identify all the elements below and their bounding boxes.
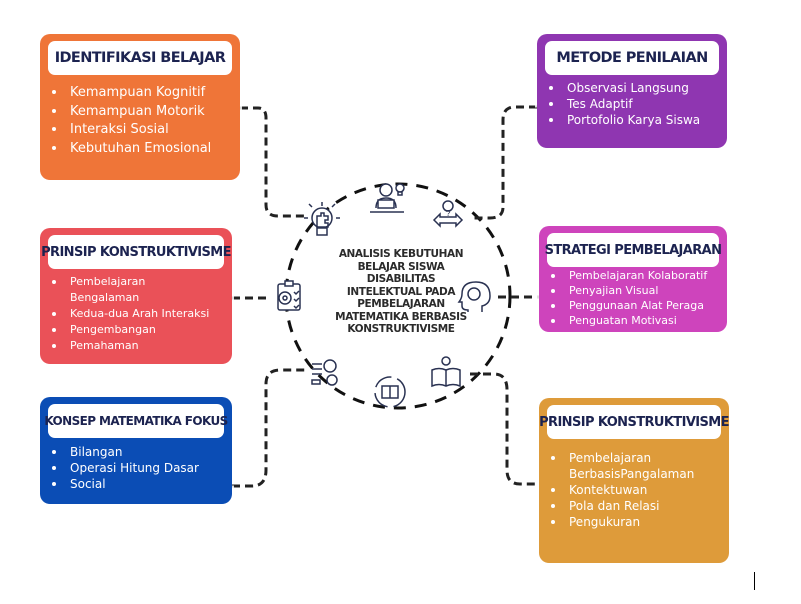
list-item: Bilangan: [52, 444, 199, 460]
list-item: Kebutuhan Emosional: [51, 140, 211, 159]
lightbulb-puzzle-icon: [304, 202, 340, 236]
brain-head-icon: [457, 281, 491, 312]
list-item: Kontektuwan: [551, 482, 719, 498]
list-item: Kemampuan Kognitif: [51, 84, 211, 103]
list-item: Penguatan Motivasi: [550, 313, 707, 328]
book-cycle-icon: [374, 376, 406, 408]
list-item: Kedua-dua Arah Interaksi: [52, 307, 210, 320]
box-title: PRINSIP KONSTRUKTIVISME: [539, 405, 730, 439]
box-title: IDENTIFIKASI BELAJAR: [48, 41, 232, 75]
list-item: Penyajian Visual: [550, 283, 707, 298]
list-item: Penggunaan Alat Peraga: [550, 298, 707, 313]
box-title: PRINSIP KONSTRUKTIVISME: [41, 235, 232, 269]
connector-identifikasi: [240, 106, 305, 218]
list-item: Pengukuran: [551, 514, 719, 530]
box-title: KONSEP MATEMATIKA FOKUS: [44, 404, 228, 438]
box-prinsip-konstruktivisme-right: PRINSIP KONSTRUKTIVISME Pembelajaran Ber…: [537, 396, 731, 565]
list-item: Portofolio Karya Siswa: [548, 113, 701, 127]
list-item: Pola dan Relasi: [551, 498, 719, 514]
center-title-line: MATEMATIKA BERBASIS: [335, 310, 467, 323]
book-idea-icon: [431, 356, 461, 388]
decision-arrows-icon: ?: [432, 200, 464, 228]
list-item: Pengembangan: [52, 322, 210, 338]
box-metode-penilaian: METODE PENILAIAN Observasi Langsung Tes …: [535, 32, 729, 150]
list-item: Pembelajaran Kolaboratif: [550, 269, 708, 282]
item-list: Pembelajaran BerbasisPangalaman Kontektu…: [539, 450, 719, 530]
item-list: Pembelajaran Bengalaman Kedua-dua Arah I…: [40, 274, 210, 354]
svg-text:?: ?: [446, 209, 451, 218]
connector-prinsip-right: [470, 372, 539, 486]
student-reading-icon: [370, 183, 405, 213]
innovation-gear-icon: [311, 359, 338, 386]
list-item: Kemampuan Motorik: [51, 103, 211, 122]
center-title-line: ANALISIS KEBUTUHAN: [338, 248, 464, 260]
item-list: Bilangan Operasi Hitung Dasar Social: [40, 444, 199, 492]
list-item: Tes Adaptif: [548, 96, 700, 112]
center-title-line: KONSTRUKTIVISME: [347, 323, 455, 335]
connector-metode: [470, 105, 537, 220]
item-list: Pembelajaran Kolaboratif Penyajian Visua…: [539, 268, 707, 328]
box-title: METODE PENILAIAN: [545, 41, 719, 75]
list-item: Pemahaman: [52, 338, 210, 354]
box-konsep-matematika-fokus: KONSEP MATEMATIKA FOKUS Bilangan Operasi…: [38, 395, 234, 506]
center-title-line: BELAJAR SISWA: [357, 260, 445, 273]
list-item: Operasi Hitung Dasar: [52, 461, 199, 475]
item-list: Kemampuan Kognitif Kemampuan Motorik Int…: [40, 84, 211, 158]
connector-konsep: [232, 368, 305, 488]
box-prinsip-konstruktivisme-left: PRINSIP KONSTRUKTIVISME Pembelajaran Ben…: [38, 226, 234, 366]
target-checklist-icon: [277, 280, 301, 311]
box-title: STRATEGI PEMBELAJARAN: [545, 233, 722, 267]
center-title: ANALISIS KEBUTUHAN BELAJAR SISWA DISABIL…: [318, 248, 484, 336]
text-cursor: [754, 572, 755, 590]
item-list: Observasi Langsung Tes Adaptif Portofoli…: [537, 80, 700, 128]
list-item: Pembelajaran BerbasisPangalaman: [551, 450, 719, 482]
box-identifikasi-belajar: IDENTIFIKASI BELAJAR Kemampuan Kognitif …: [38, 32, 242, 182]
box-strategi-pembelajaran: STRATEGI PEMBELAJARAN Pembelajaran Kolab…: [537, 224, 729, 334]
center-title-line: INTELEKTUAL PADA: [346, 285, 456, 298]
list-item: Observasi Langsung: [548, 80, 700, 96]
list-item: Social: [52, 476, 199, 492]
center-title-line: DISABILITAS: [366, 273, 436, 285]
list-item: Interaksi Sosial: [51, 121, 211, 140]
list-item: Pembelajaran Bengalaman: [52, 274, 210, 306]
center-title-line: PEMBELAJARAN: [357, 298, 445, 310]
